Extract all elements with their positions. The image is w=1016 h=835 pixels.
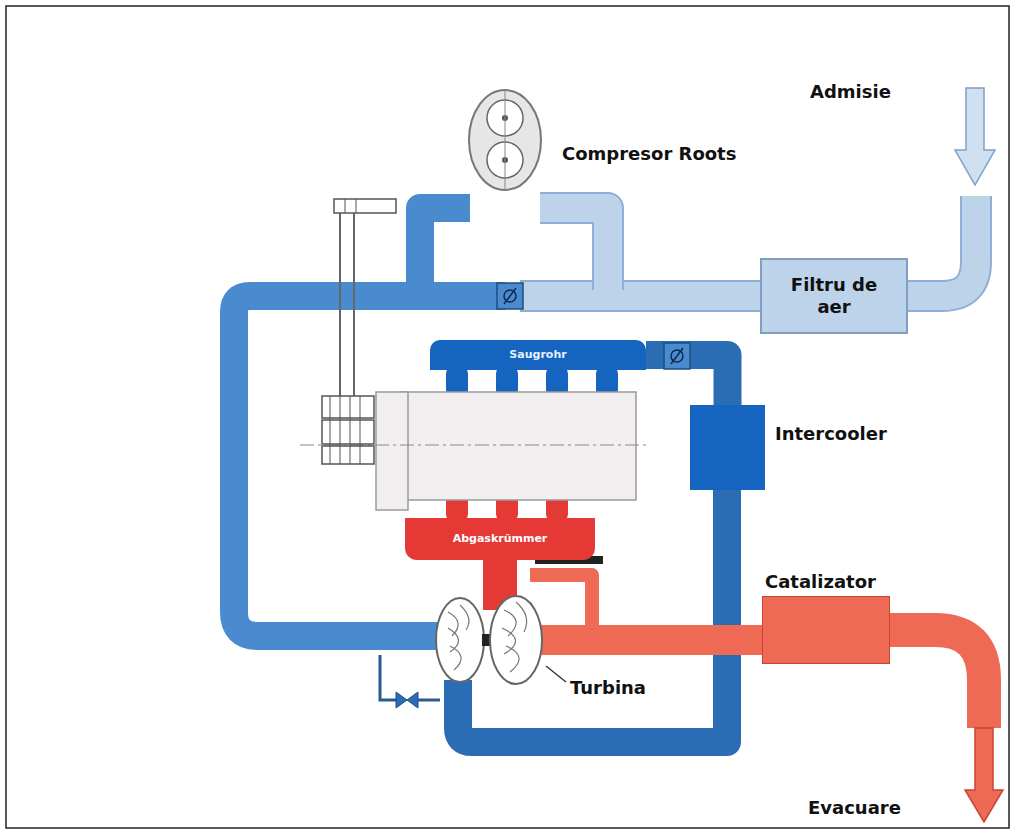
belt (353, 207, 355, 398)
bypass-pipe (420, 208, 470, 296)
filter-box: Filtru de aer (760, 258, 908, 334)
engine-block (400, 392, 636, 500)
intercooler: Intercooler (690, 405, 765, 490)
pulley-grooves (330, 396, 360, 464)
flow-label: Admisie (810, 80, 950, 103)
compressor-blades (448, 605, 469, 670)
bypass-valve (396, 692, 418, 708)
node-label: Catalizator (765, 571, 876, 594)
bypass-line (380, 655, 396, 700)
turbo-compressor (436, 598, 484, 682)
pipe (520, 282, 762, 310)
turbine-wheel (490, 596, 542, 684)
throttle-disc (671, 348, 683, 364)
roots-axis (505, 90, 506, 190)
flow-label: Evacuare (808, 796, 948, 819)
throttle-disc (504, 288, 516, 304)
intake-pipe-outline (898, 196, 976, 296)
node-label: Abgaskrümmer (453, 532, 548, 546)
node-label: Filtru de aer (774, 274, 894, 319)
frame (6, 6, 1009, 828)
node-label: Saugrohr (509, 348, 566, 362)
leader-line (546, 666, 566, 682)
engine-front (376, 392, 408, 510)
roots-pulley (334, 199, 396, 213)
node-label: Intercooler (775, 423, 887, 446)
pulley-groove (345, 199, 346, 213)
pulley-groove (356, 199, 357, 213)
catalyst: Catalizator (762, 596, 890, 664)
intake-pipe (898, 196, 976, 296)
intake-arrow (955, 88, 995, 185)
turbine-blades (502, 602, 527, 672)
throttle-valve (497, 283, 523, 309)
exhaust-manifold: Abgaskrümmer (405, 518, 595, 560)
intake-manifold: Saugrohr (430, 340, 646, 370)
bypass-line (418, 699, 440, 702)
belt (339, 207, 341, 398)
pipe-outline (520, 280, 762, 312)
roots-housing (469, 90, 541, 190)
exhaust-pipe (885, 630, 984, 728)
part-name: Turbina (570, 676, 690, 699)
part-name: Compresor Roots (562, 142, 737, 165)
exhaust-arrow (965, 728, 1003, 822)
throttle-valve (664, 343, 690, 369)
bypass-pipe (540, 208, 608, 296)
exhaust-pipe (530, 625, 770, 655)
